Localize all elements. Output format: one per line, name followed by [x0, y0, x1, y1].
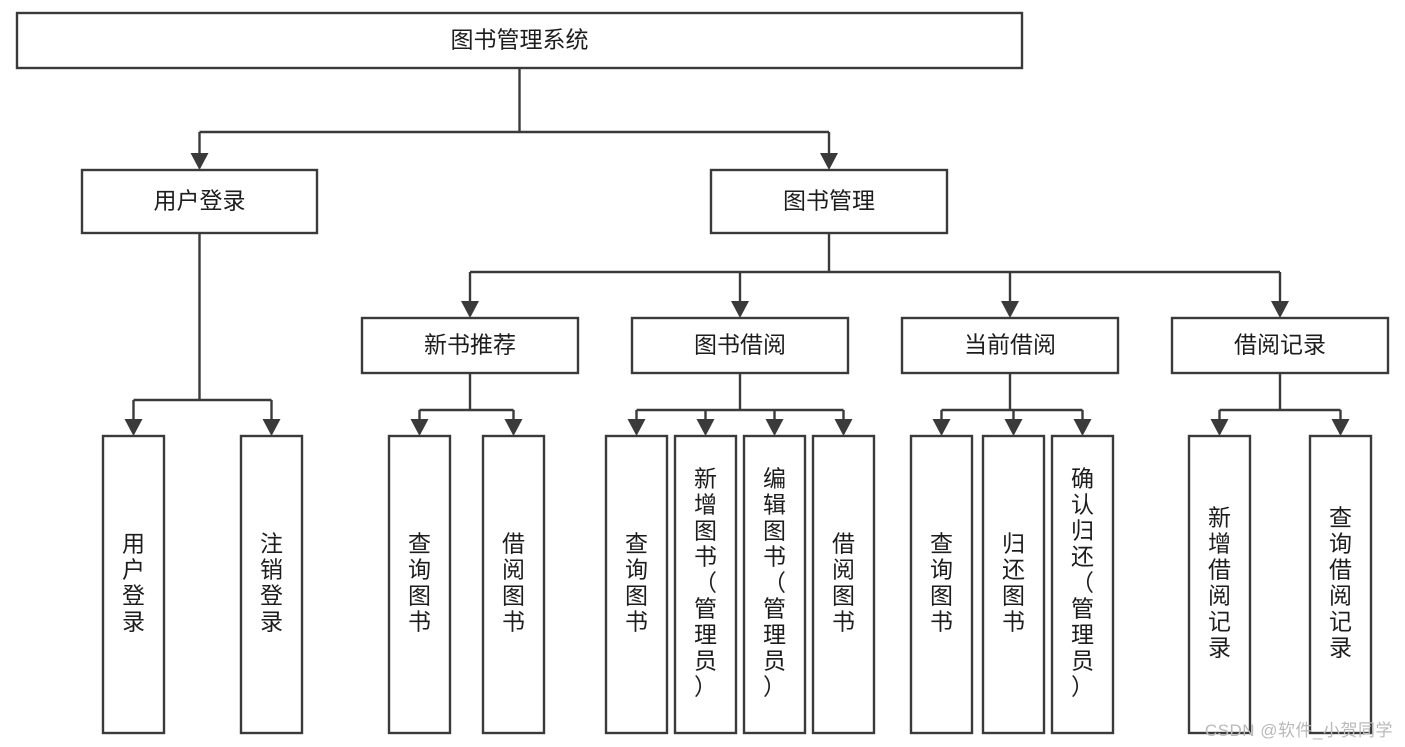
- node-leaf-user-login-box: [101, 434, 166, 735]
- node-leaf-query-book-1[interactable]: 查询图书: [387, 434, 452, 735]
- book-manage-to-level3-arrow-0: [461, 301, 479, 318]
- node-book-borrow-box: [630, 316, 850, 375]
- book-manage-to-level3-arrow-3: [1271, 301, 1289, 318]
- node-book-manage[interactable]: 图书管理: [709, 168, 949, 235]
- node-user-login-label: 用户登录: [154, 188, 246, 214]
- user-login-to-leaves-arrow-0: [124, 419, 143, 436]
- node-leaf-query-record-label: 查询借阅记录: [1329, 505, 1352, 661]
- node-leaf-confirm-return-box: [1050, 434, 1115, 735]
- node-current-borrow[interactable]: 当前借阅: [900, 316, 1120, 375]
- book-borrow-to-leaves-arrow-0: [627, 419, 646, 436]
- node-leaf-return-book-label: 归还图书: [1002, 531, 1025, 635]
- node-user-login-box: [80, 168, 319, 235]
- node-leaf-query-record-box: [1308, 434, 1373, 735]
- node-leaf-query-book-3-box: [909, 434, 974, 735]
- node-current-borrow-label: 当前借阅: [964, 332, 1056, 358]
- node-leaf-logout[interactable]: 注销登录: [239, 434, 304, 735]
- root-to-level2-arrow-1: [820, 153, 838, 170]
- node-user-login[interactable]: 用户登录: [80, 168, 319, 235]
- node-book-manage-box: [709, 168, 949, 235]
- node-leaf-query-book-1-box: [387, 434, 452, 735]
- node-leaf-query-book-1-label: 查询图书: [408, 531, 431, 635]
- node-leaf-edit-book-box: [742, 434, 807, 735]
- node-leaf-borrow-book-1-label: 借阅图书: [502, 531, 525, 635]
- node-leaf-user-login-label: 用户登录: [122, 531, 145, 635]
- node-leaf-confirm-return[interactable]: 确认归还（管理员）: [1050, 434, 1115, 735]
- node-current-borrow-box: [900, 316, 1120, 375]
- node-leaf-query-book-3-label: 查询图书: [930, 531, 953, 635]
- node-root-system[interactable]: 图书管理系统: [15, 11, 1024, 70]
- node-book-manage-label: 图书管理: [783, 188, 875, 214]
- node-leaf-add-book-label: 新增图书（管理员）: [694, 466, 717, 700]
- node-leaf-logout-label: 注销登录: [260, 531, 283, 635]
- node-leaf-borrow-book-2-label: 借阅图书: [832, 531, 855, 635]
- node-new-book-recommend-box: [360, 316, 580, 375]
- node-leaf-query-record[interactable]: 查询借阅记录: [1308, 434, 1373, 735]
- node-leaf-user-login[interactable]: 用户登录: [101, 434, 166, 735]
- book-borrow-to-leaves-arrow-2: [765, 419, 784, 436]
- node-leaf-borrow-book-1[interactable]: 借阅图书: [481, 434, 546, 735]
- node-leaf-edit-book[interactable]: 编辑图书（管理员）: [742, 434, 807, 735]
- user-login-to-leaves-arrow-1: [262, 419, 281, 436]
- book-manage-to-level3-arrow-2: [1001, 301, 1019, 318]
- node-leaf-borrow-book-2[interactable]: 借阅图书: [811, 434, 876, 735]
- node-leaf-add-book[interactable]: 新增图书（管理员）: [673, 434, 738, 735]
- node-leaf-add-record-box: [1187, 434, 1252, 735]
- node-book-borrow-label: 图书借阅: [694, 332, 786, 358]
- node-leaf-return-book[interactable]: 归还图书: [981, 434, 1046, 735]
- node-borrow-record[interactable]: 借阅记录: [1170, 316, 1390, 375]
- node-leaf-confirm-return-label: 确认归还（管理员）: [1071, 466, 1094, 700]
- node-borrow-record-label: 借阅记录: [1234, 332, 1326, 358]
- node-book-borrow[interactable]: 图书借阅: [630, 316, 850, 375]
- book-borrow-to-leaves-arrow-1: [696, 419, 715, 436]
- node-new-book-recommend[interactable]: 新书推荐: [360, 316, 580, 375]
- node-leaf-query-book-2-label: 查询图书: [625, 531, 648, 635]
- node-leaf-query-book-3[interactable]: 查询图书: [909, 434, 974, 735]
- current-borrow-to-leaves-arrow-0: [932, 419, 951, 436]
- node-leaf-logout-box: [239, 434, 304, 735]
- root-to-level2-arrow-0: [190, 153, 209, 170]
- node-leaf-add-book-box: [673, 434, 738, 735]
- node-leaf-edit-book-label: 编辑图书（管理员）: [763, 466, 786, 700]
- borrow-record-to-leaves-arrow-0: [1210, 419, 1229, 436]
- borrow-record-to-leaves-arrow-1: [1331, 419, 1350, 436]
- node-root-system-box: [15, 11, 1024, 70]
- node-leaf-query-book-2-box: [604, 434, 669, 735]
- current-borrow-to-leaves-arrow-2: [1073, 419, 1092, 436]
- node-leaf-add-record-label: 新增借阅记录: [1208, 505, 1231, 661]
- node-leaf-add-record[interactable]: 新增借阅记录: [1187, 434, 1252, 735]
- node-new-book-recommend-label: 新书推荐: [424, 332, 516, 358]
- node-leaf-query-book-2[interactable]: 查询图书: [604, 434, 669, 735]
- node-leaf-borrow-book-2-box: [811, 434, 876, 735]
- book-borrow-to-leaves-arrow-3: [834, 419, 853, 436]
- nodes-layer: 图书管理系统用户登录图书管理新书推荐图书借阅当前借阅借阅记录用户登录注销登录查询…: [15, 11, 1390, 735]
- node-root-system-label: 图书管理系统: [451, 27, 589, 53]
- book-manage-to-level3-arrow-1: [731, 301, 749, 318]
- connectors-layer: [124, 68, 1350, 436]
- current-borrow-to-leaves-arrow-1: [1004, 419, 1023, 436]
- new-book-recommend-to-leaves-arrow-0: [410, 419, 429, 436]
- node-leaf-return-book-box: [981, 434, 1046, 735]
- node-leaf-borrow-book-1-box: [481, 434, 546, 735]
- node-borrow-record-box: [1170, 316, 1390, 375]
- new-book-recommend-to-leaves-arrow-1: [504, 419, 523, 436]
